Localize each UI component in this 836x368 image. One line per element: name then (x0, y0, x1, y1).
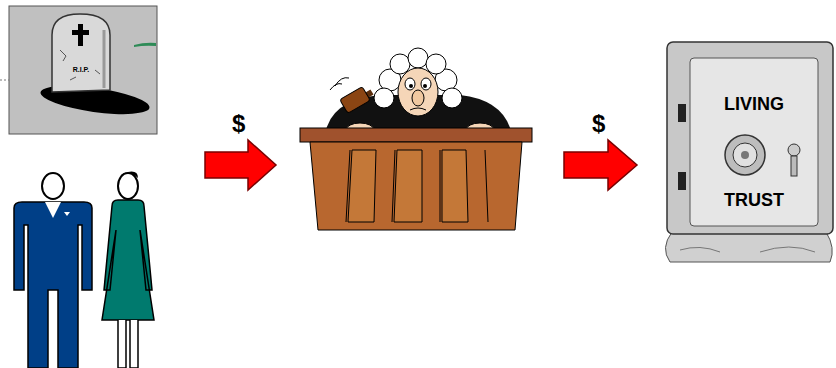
safe (665, 42, 833, 262)
judge (325, 48, 512, 137)
woman-figure (102, 172, 154, 368)
safe-label: TRUST (690, 190, 818, 211)
tombstone (52, 14, 110, 92)
grave-panel (9, 6, 157, 134)
bench (300, 128, 532, 230)
epitaph: R.I.P. (52, 66, 110, 73)
block-arrow (564, 140, 637, 190)
man-figure (14, 173, 92, 368)
dollar-sign: $ (232, 110, 245, 138)
dollar-sign: $ (592, 110, 605, 138)
safe-door: LIVING TRUST (690, 58, 818, 226)
block-arrow (205, 140, 276, 190)
safe-label: LIVING (690, 94, 818, 115)
grass (134, 43, 156, 47)
tombstone-node: R.I.P. (52, 14, 110, 94)
